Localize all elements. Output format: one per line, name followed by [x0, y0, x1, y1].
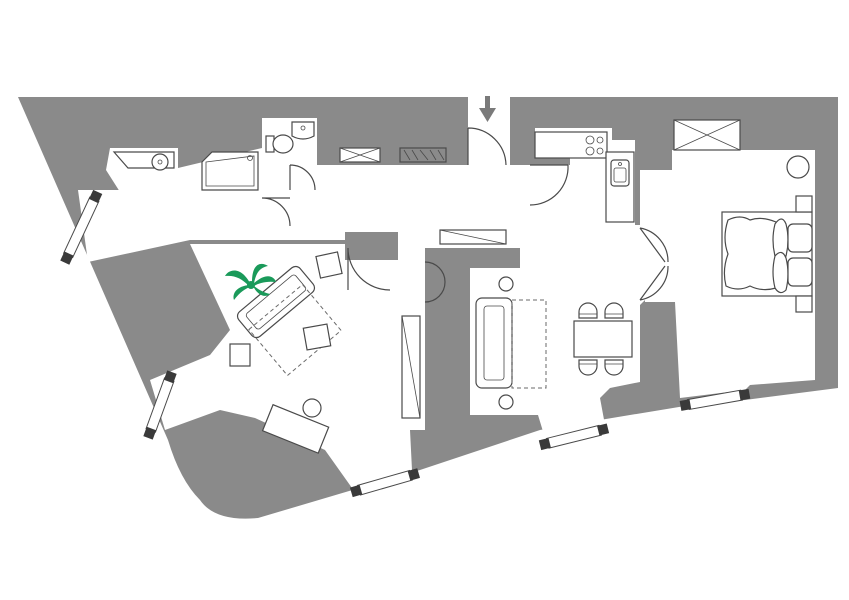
down-arrow-icon: [479, 96, 496, 122]
rug-living: [248, 283, 342, 377]
kitchen-furniture: [475, 131, 635, 410]
pillow-1: [787, 223, 813, 253]
pillow-large-2: [772, 251, 789, 294]
sofa-dining: [475, 297, 513, 389]
desk-chair: [302, 398, 322, 418]
side-table: [229, 343, 251, 367]
sink-left-icon: [151, 153, 169, 171]
wc-sink-icon: [291, 121, 315, 140]
dining-chair-1: [578, 302, 598, 319]
window-dining: [538, 423, 610, 451]
plant-icon: [225, 263, 276, 300]
pillow-large: [772, 218, 789, 262]
window-bedroom: [679, 388, 751, 411]
armchair-2: [302, 323, 332, 351]
door-wc: [289, 164, 316, 191]
nightstand-top: [795, 195, 813, 213]
toilet-icon: [272, 134, 294, 154]
stove-icon: [585, 135, 595, 145]
kitchen-sink-icon: [610, 159, 630, 187]
coat-rack: [399, 147, 447, 163]
window-left-lower: [143, 370, 177, 440]
windows: [60, 189, 751, 498]
living-room: [150, 244, 425, 488]
bedroom-stool: [786, 155, 810, 179]
dining-chair-3: [578, 359, 598, 376]
door-living: [347, 247, 391, 291]
pouf-top: [498, 276, 514, 292]
doors: [261, 127, 669, 303]
rug-dining: [511, 299, 547, 389]
desk: [261, 403, 330, 454]
window-living: [349, 468, 420, 498]
bedroom-furniture: [673, 119, 813, 313]
nightstand-bottom: [795, 295, 813, 313]
window-left-upper: [60, 189, 103, 265]
duvet: [723, 216, 777, 291]
dining-table: [573, 320, 633, 358]
door-bath: [261, 197, 291, 227]
kitchen-counter: [534, 131, 608, 159]
dining-chair-2: [604, 302, 624, 319]
pillow-2: [787, 257, 813, 287]
door-entrance: [467, 127, 507, 166]
armchair-1: [315, 251, 343, 279]
door-bedroom-upper: [639, 227, 669, 263]
dining-chair-4: [604, 359, 624, 376]
hallway-furniture: [339, 147, 507, 245]
pouf-bottom: [498, 394, 514, 410]
shower-tray: [201, 151, 259, 191]
kitchen-dining-room: [470, 128, 645, 438]
sofa-living: [236, 265, 316, 339]
bathroom-fixtures: [112, 121, 315, 191]
door-living-arc: [424, 261, 446, 303]
living-furniture: [225, 251, 421, 454]
door-kitchen: [529, 164, 569, 206]
door-bedroom-lower: [639, 265, 669, 301]
